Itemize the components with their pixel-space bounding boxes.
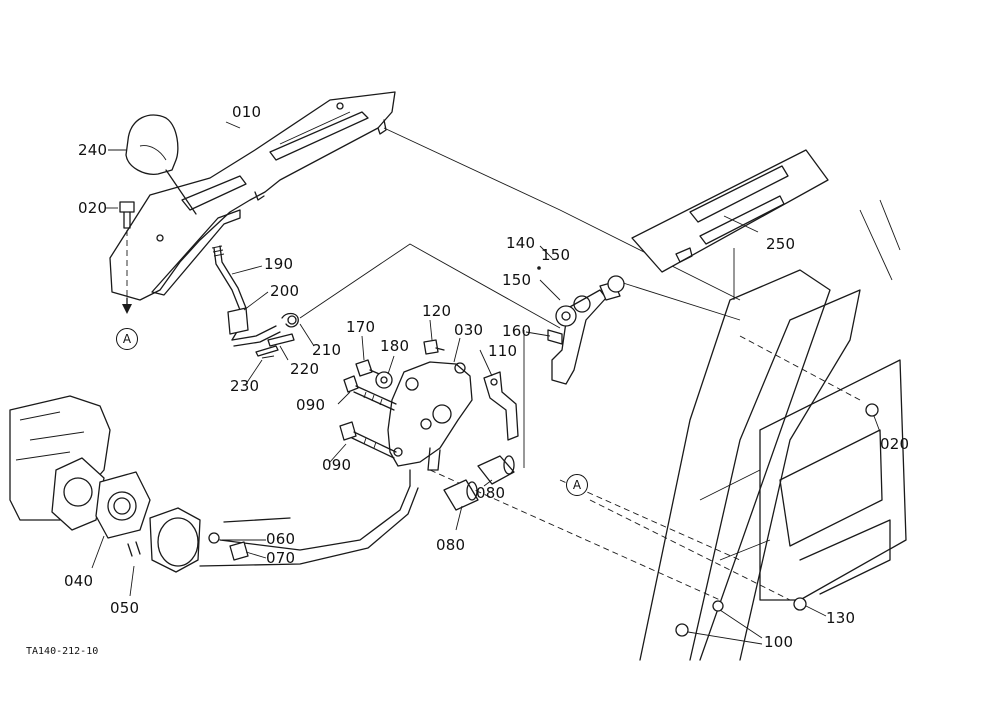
part-label-110: 110 [488,342,518,360]
part-label-080-lower: 080 [436,536,466,554]
part-label-220: 220 [290,360,320,378]
part-label-090-top: 090 [296,396,326,414]
part-label-170: 170 [346,318,376,336]
bolt-170-washer-180-bolt-120 [355,339,445,389]
part-label-100: 100 [764,633,794,651]
bolt-020-left [119,201,135,314]
part-label-190: 190 [264,255,294,273]
part-label-050: 050 [110,599,140,617]
part-label-230: 230 [230,377,260,395]
part-label-060: 060 [266,530,296,548]
floor-pad-250 [631,149,829,273]
part-label-250: 250 [766,235,796,253]
part-label-090-bottom: 090 [322,456,352,474]
frame-right [639,199,907,661]
drawing-code: TA140-212-10 [26,646,99,657]
leader-lines [91,121,881,645]
cable-cover-060 [149,507,249,573]
reference-mark-a-center: A [566,474,588,496]
part-label-080-upper: 080 [476,484,506,502]
part-label-040: 040 [64,572,94,590]
clip-parts-210-230 [255,312,299,359]
lever-knob-240 [125,114,197,215]
part-label-160: 160 [502,322,532,340]
part-label-120: 120 [422,302,452,320]
part-label-070: 070 [266,549,296,567]
part-label-130: 130 [826,609,856,627]
part-label-150-mid: 150 [502,271,532,289]
part-label-020-right: 020 [880,435,910,453]
bracket-110 [483,371,519,441]
housing-040 [9,395,151,557]
guide-plate-010 [109,91,396,301]
part-label-010: 010 [232,103,262,121]
reference-mark-a-left: A [116,328,138,350]
part-label-150-top: 150 [541,246,571,264]
shift-cable [199,485,419,567]
bolts-090 [339,375,397,459]
part-label-200: 200 [270,282,300,300]
bushings-080 [443,455,515,511]
part-label-240: 240 [78,141,108,159]
part-label-030: 030 [454,321,484,339]
bracket-030 [387,361,473,487]
part-label-180: 180 [380,337,410,355]
shift-lever-rod-190 [211,245,281,347]
part-label-140: 140 [506,234,536,252]
shift-arm-140 [537,266,625,385]
part-label-210: 210 [312,341,342,359]
part-label-020-left: 020 [78,199,108,217]
